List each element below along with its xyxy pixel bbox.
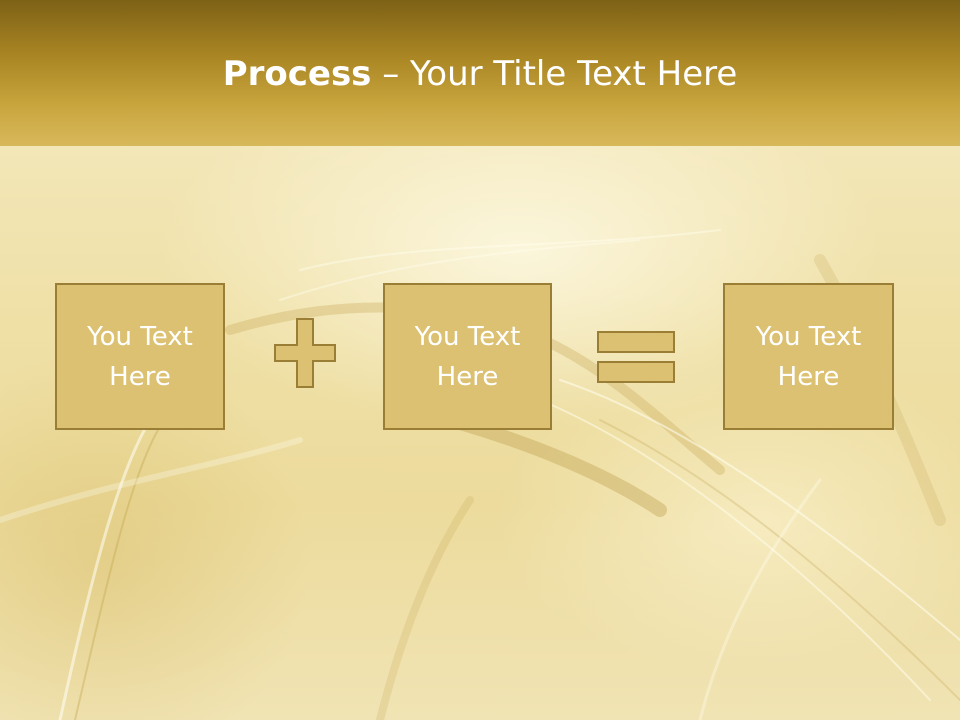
slide-title-bold: Process	[222, 54, 372, 94]
slide-title[interactable]: Process – Your Title Text Here	[0, 52, 960, 96]
process-box-3-text: You Text Here	[755, 321, 862, 392]
process-box-2[interactable]: You Text Here	[383, 283, 552, 430]
title-bar: Process – Your Title Text Here	[0, 0, 960, 146]
process-box-1-text: You Text Here	[87, 321, 193, 392]
process-box-2-text: You Text Here	[414, 321, 521, 392]
process-box-3[interactable]: You Text Here	[723, 283, 894, 430]
plus-icon	[274, 318, 336, 388]
process-box-1[interactable]: You Text Here	[55, 283, 225, 430]
slide-title-rest: – Your Title Text Here	[371, 54, 738, 94]
equals-icon	[597, 331, 675, 383]
